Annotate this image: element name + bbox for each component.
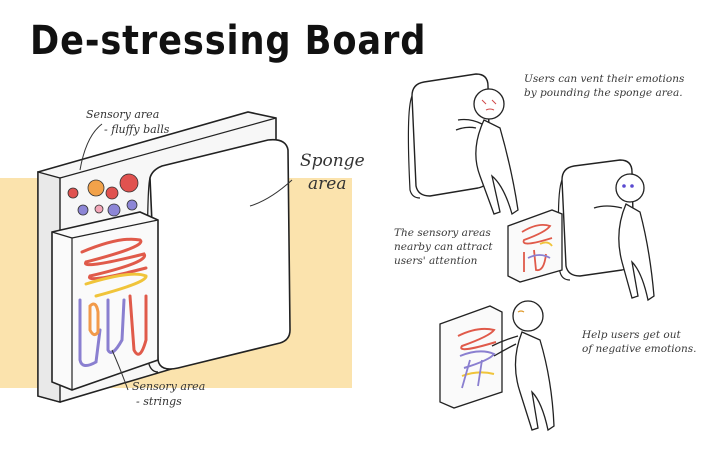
scene3-sensory-box [439, 305, 503, 409]
caption-text: The sensory areas [394, 227, 491, 239]
caption-help: Help users get out of negative emotions. [582, 328, 696, 356]
label-text: Sensory area [86, 108, 160, 121]
scene2-sensory-box [507, 209, 563, 283]
fluffy-ball [105, 186, 119, 200]
scene2-person [593, 173, 655, 302]
label-text: Sponge [300, 151, 365, 171]
label-text: - fluffy balls [104, 122, 170, 136]
caption-text: nearby can attract [394, 241, 493, 254]
label-sensory-area-top: Sensory area - fluffy balls [86, 108, 169, 138]
fluffy-ball [107, 203, 121, 217]
sponge-cushion [149, 138, 291, 370]
scene1-person [455, 88, 519, 216]
pointer-line [79, 123, 103, 171]
page-title: De-stressing Board [30, 18, 427, 64]
caption-text: Help users get out [582, 329, 681, 341]
caption-text: by pounding the sponge area. [524, 87, 683, 100]
pointer-line [249, 179, 293, 207]
fluffy-ball [77, 204, 89, 216]
label-sponge-area: Sponge area [300, 150, 365, 196]
fluffy-ball [67, 187, 79, 199]
caption-attract: The sensory areas nearby can attract use… [394, 226, 493, 269]
label-sensory-area-bottom: Sensory area - strings [132, 380, 205, 410]
fluffy-ball [119, 173, 139, 193]
caption-text: users' attention [394, 255, 478, 268]
sensory-box [51, 211, 159, 391]
fluffy-ball [94, 204, 104, 214]
caption-text: Users can vent their emotions [524, 73, 685, 85]
fluffy-ball [87, 179, 105, 197]
string-red [80, 237, 148, 281]
string-purple [78, 298, 126, 367]
sensory-strings [78, 237, 148, 367]
label-text: Sensory area [132, 380, 206, 393]
pointer-line [111, 349, 129, 391]
string-orange [88, 302, 100, 337]
scene3-person [491, 300, 555, 432]
fluffy-balls [67, 173, 139, 217]
string-yellow [84, 272, 148, 298]
caption-text: of negative emotions. [582, 343, 697, 356]
label-text: area [308, 173, 347, 194]
fluffy-ball [126, 199, 138, 211]
string-red-2 [128, 294, 148, 356]
caption-vent: Users can vent their emotions by poundin… [524, 72, 684, 100]
label-text: - strings [136, 394, 182, 408]
